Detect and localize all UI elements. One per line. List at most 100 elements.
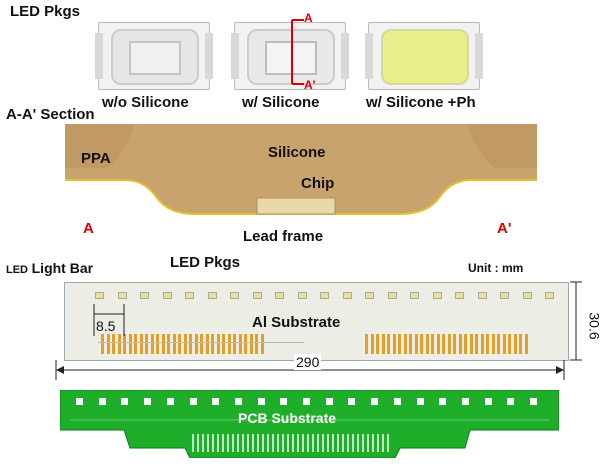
pcb-led-pad: [325, 398, 333, 405]
contact-pad: [156, 334, 159, 354]
led-package: [275, 292, 284, 299]
contact-pad: [211, 334, 214, 354]
led-package: [387, 292, 397, 299]
pcb-pin: [352, 434, 354, 452]
label-without-silicone: w/o Silicone: [102, 94, 189, 111]
led-package: [522, 292, 532, 299]
pcb-pin: [272, 434, 274, 452]
pcb-led-pad: [507, 398, 515, 405]
contact-pad: [216, 334, 220, 354]
pcb-led-pad: [348, 398, 356, 405]
contact-pad: [519, 334, 522, 354]
pcb-led-pad: [166, 398, 174, 405]
pcb-pin: [227, 434, 229, 452]
pcb-pin: [332, 434, 334, 452]
led-package: [207, 292, 217, 299]
pcb-led-pad: [212, 398, 220, 405]
pcb-pin: [337, 434, 339, 452]
pcb-substrate-board: [60, 390, 559, 458]
contact-pad: [249, 334, 253, 354]
contact-pad: [381, 334, 385, 354]
contact-pad: [453, 334, 456, 354]
contact-pad: [403, 334, 407, 354]
contact-pad: [222, 334, 225, 354]
contact-pad: [260, 334, 264, 354]
pcb-pin: [247, 434, 249, 452]
pcb-pin: [242, 434, 244, 452]
height-value: 30.6: [586, 312, 602, 340]
contact-pad: [486, 334, 489, 354]
pcb-led-pad: [484, 398, 492, 405]
pcb-pin: [212, 434, 214, 452]
al-substrate-bar: [64, 282, 569, 361]
length-dimension: [55, 360, 565, 380]
lightbar-title-small: LED: [6, 264, 28, 276]
contact-pad: [145, 334, 148, 354]
pcb-pin: [347, 434, 349, 452]
contact-pad: [431, 334, 434, 354]
label-with-silicone-phosphor: w/ Silicone +Ph: [366, 94, 476, 111]
pcb-pin: [387, 434, 389, 452]
pcb-led-pad: [461, 398, 469, 405]
pcb-pin: [327, 434, 329, 452]
contact-pad: [134, 334, 137, 354]
contact-pad: [420, 334, 423, 354]
pcb-led-pad: [189, 398, 197, 405]
cut-marker-bottom: A': [304, 78, 316, 92]
led-package: [500, 292, 509, 299]
pcb-pin: [342, 434, 344, 452]
led-package: [432, 292, 442, 299]
led-package: [185, 292, 194, 299]
contact-pad: [139, 334, 143, 354]
contact-pad: [497, 334, 500, 354]
led-package: [410, 292, 419, 299]
pcb-pin: [257, 434, 259, 452]
contact-pad: [502, 334, 506, 354]
pcb-pin: [377, 434, 379, 452]
contact-pad: [436, 334, 440, 354]
contact-pad: [255, 334, 258, 354]
pcb-pin: [317, 434, 319, 452]
contact-pad: [238, 334, 242, 354]
pcb-pin: [217, 434, 219, 452]
length-value: 290: [294, 354, 322, 370]
pcb-pin: [207, 434, 209, 452]
pcb-pin: [312, 434, 314, 452]
contact-pad: [469, 334, 473, 354]
section-cut-marker: [291, 19, 304, 85]
pcb-pin: [357, 434, 359, 452]
contact-pad: [491, 334, 495, 354]
pcb-pin: [282, 434, 284, 452]
led-package: [477, 292, 487, 299]
ppa-label: PPA: [81, 150, 111, 167]
contact-pad: [508, 334, 511, 354]
led-package: [140, 292, 149, 299]
section-marker-left: A: [83, 220, 94, 237]
height-dimension: [570, 281, 582, 361]
pcb-led-pad: [257, 398, 265, 405]
pcb-pin: [277, 434, 279, 452]
pcb-pin: [252, 434, 254, 452]
pcb-led-pad: [393, 398, 401, 405]
led-package: [455, 292, 464, 299]
pcb-pin: [222, 434, 224, 452]
contact-pad: [227, 334, 231, 354]
pcb-pin: [192, 434, 194, 452]
contact-pad: [409, 334, 412, 354]
contact-pad: [458, 334, 462, 354]
pcb-led-pad: [303, 398, 310, 405]
contact-pad: [425, 334, 429, 354]
contact-pad: [101, 334, 104, 354]
contact-pad: [387, 334, 390, 354]
lightbar-pkgs-label: LED Pkgs: [170, 254, 241, 271]
contact-pad: [447, 334, 451, 354]
pcb-led-pad: [144, 398, 152, 405]
contact-pad: [189, 334, 192, 354]
pcb-pin: [202, 434, 204, 452]
pcb-led-pad: [280, 398, 288, 405]
package-without-silicone: [95, 22, 213, 90]
pcb-led-pad: [530, 398, 537, 405]
al-substrate-label: Al Substrate: [252, 314, 341, 331]
pcb-pin: [267, 434, 269, 452]
led-package: [95, 292, 104, 299]
